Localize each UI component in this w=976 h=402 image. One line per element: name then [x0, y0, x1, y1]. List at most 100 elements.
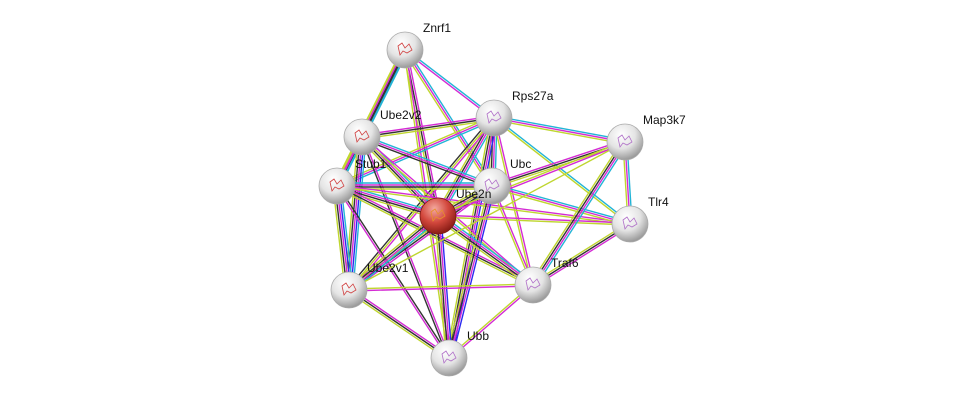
- protein-structure-icon: [329, 178, 345, 192]
- evidence-line-textmining: [359, 138, 437, 219]
- evidence-line-experiment: [533, 142, 627, 286]
- evidence-line-textmining: [492, 118, 630, 226]
- protein-structure-icon: [484, 178, 500, 192]
- evidence-line-textmining: [434, 216, 447, 359]
- edge-ube2n-tlr4[interactable]: [437, 214, 631, 226]
- node-ube2v2[interactable]: [343, 118, 381, 156]
- node-tlr4[interactable]: [611, 205, 649, 243]
- evidence-line-experiment: [438, 118, 496, 217]
- node-label-znrf1: Znrf1: [423, 21, 452, 35]
- evidence-line-database: [494, 115, 626, 141]
- evidence-line-coexpression: [361, 117, 495, 138]
- evidence-line-textmining: [335, 187, 533, 288]
- evidence-line-experiment: [493, 117, 626, 143]
- evidence-line-coexpression: [337, 50, 407, 187]
- evidence-line-experiment: [361, 136, 493, 187]
- evidence-line-experiment: [449, 186, 494, 359]
- evidence-line-experiment: [335, 49, 405, 186]
- node-rps27a[interactable]: [475, 99, 513, 137]
- evidence-line-coexpression: [346, 116, 494, 290]
- edge-ubc-tlr4[interactable]: [491, 183, 631, 227]
- edge-stub1-ubb[interactable]: [335, 185, 451, 359]
- protein-structure-icon: [486, 110, 502, 124]
- evidence-line-database: [405, 48, 496, 118]
- node-ube2n[interactable]: [419, 197, 457, 235]
- protein-structure-icon: [617, 134, 633, 148]
- evidence-line-experiment: [349, 285, 534, 292]
- edge-ube2v1-ubb[interactable]: [347, 287, 451, 361]
- edge-map3k7-traf6[interactable]: [529, 139, 629, 288]
- edge-znrf1-stub1[interactable]: [333, 48, 409, 188]
- edge-traf6-ubb[interactable]: [447, 283, 535, 360]
- evidence-line-textmining: [437, 140, 625, 216]
- evidence-line-coexpression: [336, 185, 534, 286]
- edge-ube2n-traf6[interactable]: [435, 213, 536, 288]
- evidence-line-textmining: [531, 221, 630, 284]
- evidence-line-database: [534, 143, 629, 288]
- evidence-line-experiment: [438, 214, 631, 224]
- evidence-line-textmining: [402, 50, 491, 188]
- evidence-line-experiment: [491, 185, 631, 225]
- node-map3k7[interactable]: [606, 123, 644, 161]
- edge-rps27a-ube2v2[interactable]: [361, 115, 495, 140]
- evidence-line-database: [337, 119, 496, 189]
- evidence-line-textmining: [437, 216, 630, 226]
- evidence-line-database: [492, 183, 631, 223]
- edge-map3k7-ube2v1[interactable]: [348, 141, 626, 291]
- edge-ube2n-ube2v1[interactable]: [346, 213, 441, 293]
- evidence-line-textmining: [346, 213, 437, 289]
- node-ubc[interactable]: [473, 167, 511, 205]
- protein-structure-icon: [622, 216, 638, 230]
- edge-ube2n-map3k7[interactable]: [437, 140, 626, 218]
- node-stub1[interactable]: [318, 167, 356, 205]
- evidence-line-experiment: [438, 214, 534, 285]
- evidence-line-coexpression: [337, 185, 451, 358]
- evidence-line-experiment: [362, 136, 451, 358]
- evidence-line-experiment: [438, 142, 626, 218]
- evidence-line-coexpression: [361, 138, 492, 189]
- evidence-line-textmining: [491, 187, 630, 227]
- evidence-line-experiment: [491, 139, 625, 185]
- evidence-line-textmining: [435, 217, 532, 288]
- evidence-line-textmining: [529, 139, 624, 284]
- edge-ube2v2-ubc[interactable]: [361, 134, 493, 189]
- protein-structure-icon: [397, 42, 413, 56]
- evidence-line-experiment: [533, 225, 632, 288]
- evidence-line-textmining: [447, 283, 533, 358]
- edge-znrf1-rps27a[interactable]: [403, 48, 496, 120]
- evidence-line-textmining: [347, 183, 492, 289]
- evidence-line-database: [406, 48, 495, 186]
- evidence-line-textmining: [347, 291, 449, 361]
- evidence-line-database: [352, 137, 367, 291]
- edge-traf6-ube2v1[interactable]: [348, 283, 534, 292]
- evidence-line-textmining: [333, 48, 403, 185]
- evidence-line-experiment: [361, 115, 494, 136]
- evidence-line-coexpression: [447, 185, 492, 358]
- node-label-ube2v1: Ube2v1: [367, 261, 409, 275]
- node-label-map3k7: Map3k7: [643, 113, 686, 127]
- edge-rps27a-tlr4[interactable]: [492, 116, 632, 226]
- evidence-line-textmining: [362, 119, 495, 140]
- node-znrf1[interactable]: [386, 31, 424, 69]
- evidence-line-database: [362, 134, 493, 185]
- evidence-line-database: [350, 217, 441, 293]
- evidence-line-experiment: [349, 287, 451, 357]
- node-traf6[interactable]: [514, 266, 552, 304]
- node-ubb[interactable]: [430, 339, 468, 377]
- node-label-stub1: Stub1: [355, 157, 387, 171]
- protein-structure-icon: [341, 282, 357, 296]
- protein-structure-icon: [525, 277, 541, 291]
- evidence-line-textmining: [493, 119, 625, 145]
- edge-znrf1-ubc[interactable]: [402, 48, 495, 188]
- node-ube2v1[interactable]: [330, 271, 368, 309]
- protein-structure-icon: [354, 129, 370, 143]
- evidence-line-textmining: [348, 283, 533, 290]
- edge-rps27a-map3k7[interactable]: [493, 115, 626, 145]
- node-label-ubc: Ubc: [510, 157, 532, 171]
- evidence-line-coexpression: [532, 223, 631, 286]
- edge-tlr4-traf6[interactable]: [531, 221, 632, 288]
- evidence-line-coexpression: [348, 289, 450, 359]
- evidence-line-coexpression: [347, 214, 438, 290]
